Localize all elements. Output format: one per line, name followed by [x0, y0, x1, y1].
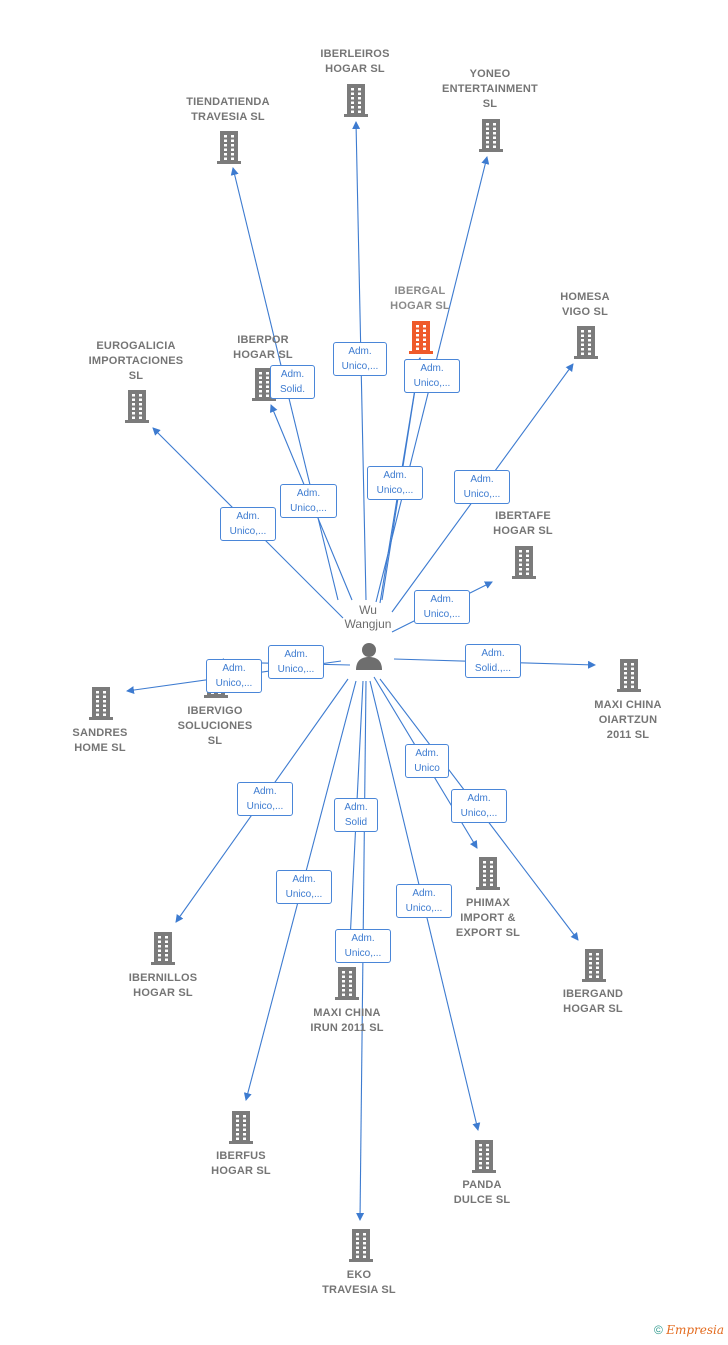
company-label-maxichinaoiartzun[interactable]: MAXI CHINA OIARTZUN 2011 SL [594, 699, 662, 741]
footer-credit: © Empresia [654, 1323, 724, 1337]
brand-logo[interactable]: Empresia [666, 1323, 724, 1337]
person-name: Wu Wangjun [344, 603, 392, 631]
role-label-maxichinaoiartzun[interactable]: Adm. Solid.,... [465, 644, 521, 678]
building-icon[interactable] [476, 117, 506, 153]
role-label-homesa[interactable]: Adm. Unico,... [454, 470, 510, 504]
role-label-ibernillos[interactable]: Adm. Unico,... [237, 782, 293, 816]
company-label-tiendatienda[interactable]: TIENDATIENDA TRAVESIA SL [186, 96, 270, 123]
role-label-ibervigo[interactable]: Adm. Unico,... [268, 645, 324, 679]
company-label-panda[interactable]: PANDA DULCE SL [453, 1179, 511, 1206]
building-icon[interactable] [332, 965, 362, 1001]
role-label-eko[interactable]: Adm. Solid [334, 798, 378, 832]
company-label-iberfus[interactable]: IBERFUS HOGAR SL [211, 1150, 271, 1177]
building-icon[interactable] [579, 947, 609, 983]
building-icon[interactable] [473, 855, 503, 891]
role-label-phimax[interactable]: Adm. Unico [405, 744, 449, 778]
role-label-iberfus[interactable]: Adm. Unico,... [276, 870, 332, 904]
building-icon[interactable] [214, 129, 244, 165]
role-label-maxichinairun[interactable]: Adm. Unico,... [335, 929, 391, 963]
company-label-maxichinairun[interactable]: MAXI CHINA IRUN 2011 SL [310, 1007, 384, 1034]
company-label-eko[interactable]: EKO TRAVESIA SL [322, 1269, 396, 1296]
company-label-ibergal[interactable]: IBERGAL HOGAR SL [390, 285, 450, 312]
company-label-ibervigo[interactable]: IBERVIGO SOLUCIONES SL [177, 705, 253, 747]
company-label-homesa[interactable]: HOMESA VIGO SL [560, 291, 610, 318]
building-icon[interactable] [341, 82, 371, 118]
building-icon[interactable] [614, 657, 644, 693]
building-icon[interactable] [249, 366, 279, 402]
building-icon[interactable] [346, 1227, 376, 1263]
role-label-iberleiros[interactable]: Adm. Unico,... [333, 342, 387, 376]
role-label-ibertafe[interactable]: Adm. Unico,... [414, 590, 470, 624]
copyright-symbol: © [654, 1323, 663, 1337]
company-label-ibergand[interactable]: IBERGAND HOGAR SL [562, 988, 624, 1015]
building-icon[interactable] [469, 1138, 499, 1174]
company-label-sandres[interactable]: SANDRES HOME SL [72, 727, 128, 754]
person-icon[interactable] [354, 641, 384, 671]
company-label-yoneo[interactable]: YONEO ENTERTAINMENT SL [442, 68, 538, 110]
building-icon[interactable] [571, 324, 601, 360]
role-label-ibergal[interactable]: Adm. Unico,... [404, 359, 460, 393]
building-icon[interactable] [226, 1109, 256, 1145]
building-icon[interactable] [122, 388, 152, 424]
company-label-phimax[interactable]: PHIMAX IMPORT & EXPORT SL [455, 897, 521, 939]
company-label-iberpor[interactable]: IBERPOR HOGAR SL [233, 334, 293, 361]
building-icon[interactable] [406, 319, 436, 355]
company-label-ibernillos[interactable]: IBERNILLOS HOGAR SL [128, 972, 198, 999]
company-label-ibertafe[interactable]: IBERTAFE HOGAR SL [493, 510, 553, 537]
building-icon[interactable] [86, 685, 116, 721]
role-label-ibergand[interactable]: Adm. Unico,... [451, 789, 507, 823]
company-label-eurogalicia[interactable]: EUROGALICIA IMPORTACIONES SL [88, 340, 184, 382]
role-label-tiendatienda[interactable]: Adm. Unico,... [280, 484, 337, 518]
role-label-yoneo[interactable]: Adm. Unico,... [367, 466, 423, 500]
building-icon[interactable] [148, 930, 178, 966]
role-label-sandres[interactable]: Adm. Unico,... [206, 659, 262, 693]
company-label-iberleiros[interactable]: IBERLEIROS HOGAR SL [320, 48, 390, 75]
role-label-iberpor[interactable]: Adm. Solid. [270, 365, 315, 399]
role-label-eurogalicia[interactable]: Adm. Unico,... [220, 507, 276, 541]
role-label-panda[interactable]: Adm. Unico,... [396, 884, 452, 918]
building-icon[interactable] [509, 544, 539, 580]
